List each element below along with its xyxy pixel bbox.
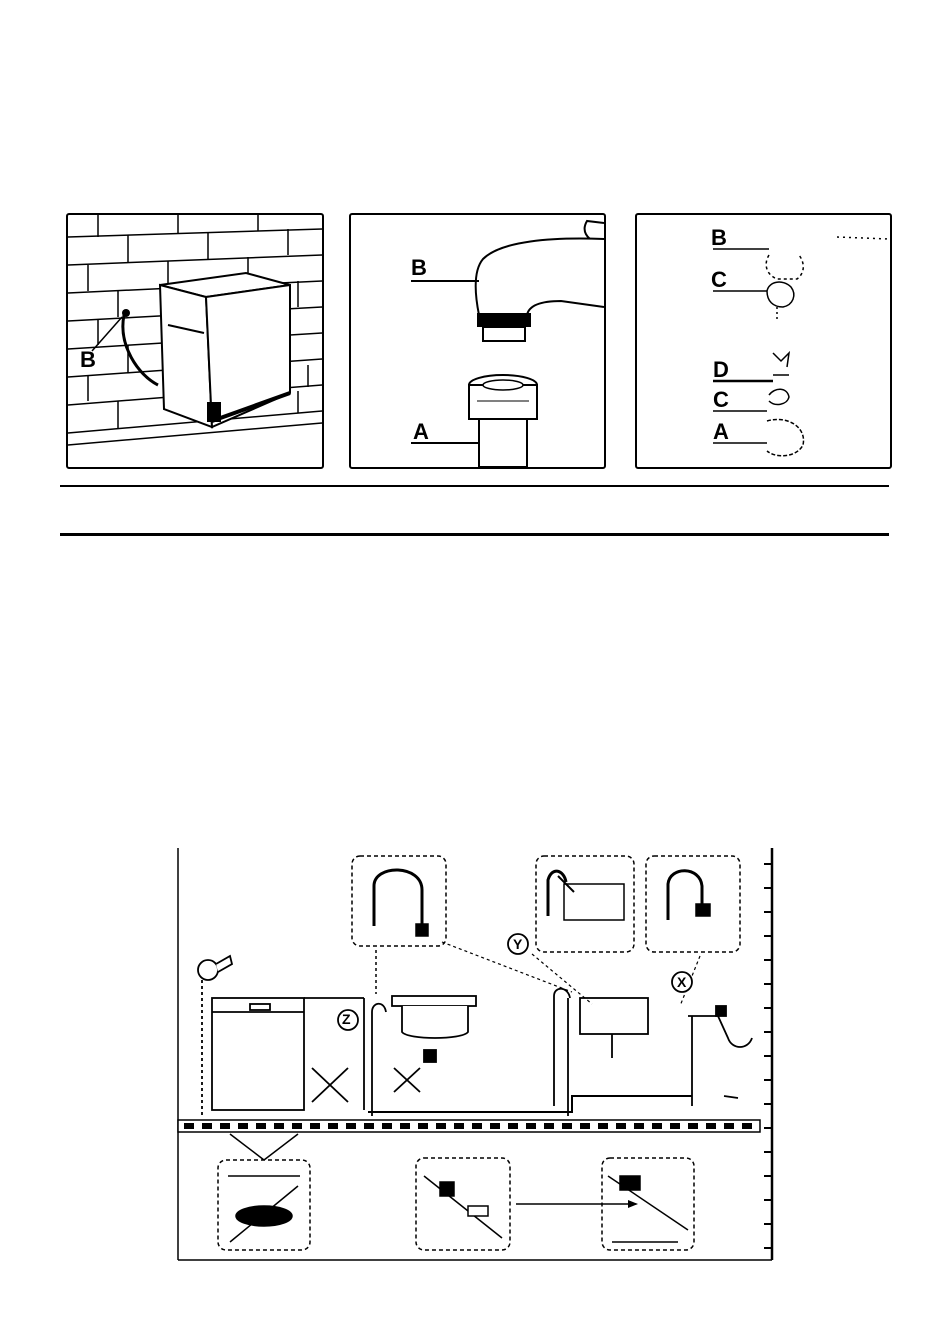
figure-connector-parts: B C D C A xyxy=(635,213,892,469)
inset-sink-hose xyxy=(536,856,634,952)
marker-y: Y xyxy=(513,936,522,952)
tap-spout xyxy=(476,239,604,315)
label-c: C xyxy=(711,269,727,291)
connector-parts-illustration xyxy=(637,215,890,467)
drain-hose-run xyxy=(368,1096,692,1112)
drain-trap xyxy=(688,1006,752,1106)
spout-thread xyxy=(477,313,531,327)
inset-hose-trap xyxy=(646,856,740,952)
inset-hose-bend xyxy=(352,856,446,994)
floor-strip xyxy=(178,1120,760,1132)
sink-cabinet xyxy=(372,996,476,1116)
drain-installation-illustration xyxy=(172,846,778,1262)
marker-x: X xyxy=(677,974,686,990)
inset-drain-floor-connector xyxy=(218,1134,310,1250)
label-b: B xyxy=(80,349,96,371)
label-b: B xyxy=(411,257,427,279)
label-a: A xyxy=(413,421,429,443)
marker-z: Z xyxy=(342,1011,351,1027)
label-a: A xyxy=(713,421,729,443)
tap-connector-illustration xyxy=(351,215,604,467)
label-c: C xyxy=(713,389,729,411)
label-d: D xyxy=(713,359,729,381)
section-rule-top xyxy=(60,485,889,487)
tap-connection xyxy=(122,309,130,317)
dishwasher-wall-illustration xyxy=(68,215,322,467)
label-b: B xyxy=(711,227,727,249)
inset-clamp-detail xyxy=(416,1158,510,1250)
dishwasher-unit xyxy=(160,273,290,427)
section-rule-bottom xyxy=(60,533,889,536)
figure-tap-connector: B A xyxy=(349,213,606,469)
figure-dishwasher-wall: B xyxy=(66,213,324,469)
drain-installation-diagram: Z Y X xyxy=(172,846,778,1262)
inlet-hose xyxy=(123,315,158,385)
